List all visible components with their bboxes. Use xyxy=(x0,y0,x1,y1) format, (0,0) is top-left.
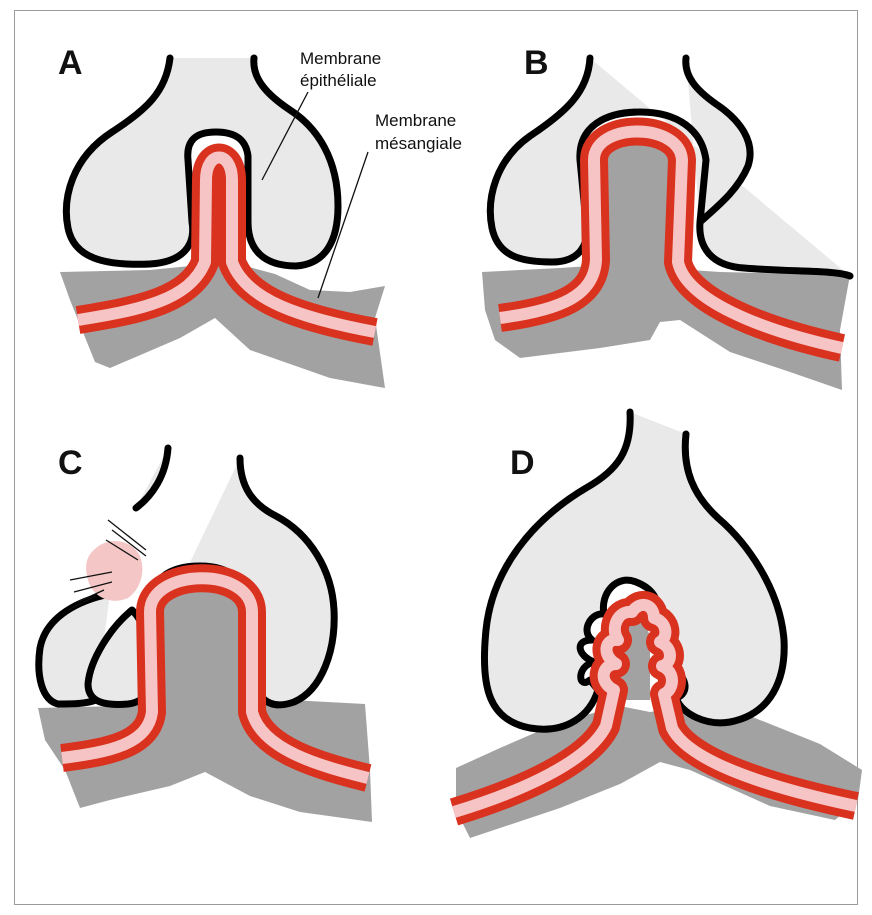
panel-b: B xyxy=(482,44,850,390)
panel-d: D xyxy=(454,412,862,838)
mesangial-label-line2: mésangiale xyxy=(375,134,462,153)
panel-c-capillary-core xyxy=(162,585,242,708)
panel-c-rupture-zone xyxy=(86,541,142,601)
panel-a-label: A xyxy=(58,44,83,82)
epithelial-label-line1: Membrane xyxy=(300,49,381,68)
panel-b-label: B xyxy=(524,44,549,82)
panel-c: C xyxy=(38,444,372,822)
panel-a: A xyxy=(58,44,385,388)
panel-c-label: C xyxy=(58,444,83,482)
mesangial-label-line1: Membrane xyxy=(375,111,456,130)
panel-d-label: D xyxy=(510,444,535,482)
epithelial-label-line2: épithéliale xyxy=(300,71,377,90)
